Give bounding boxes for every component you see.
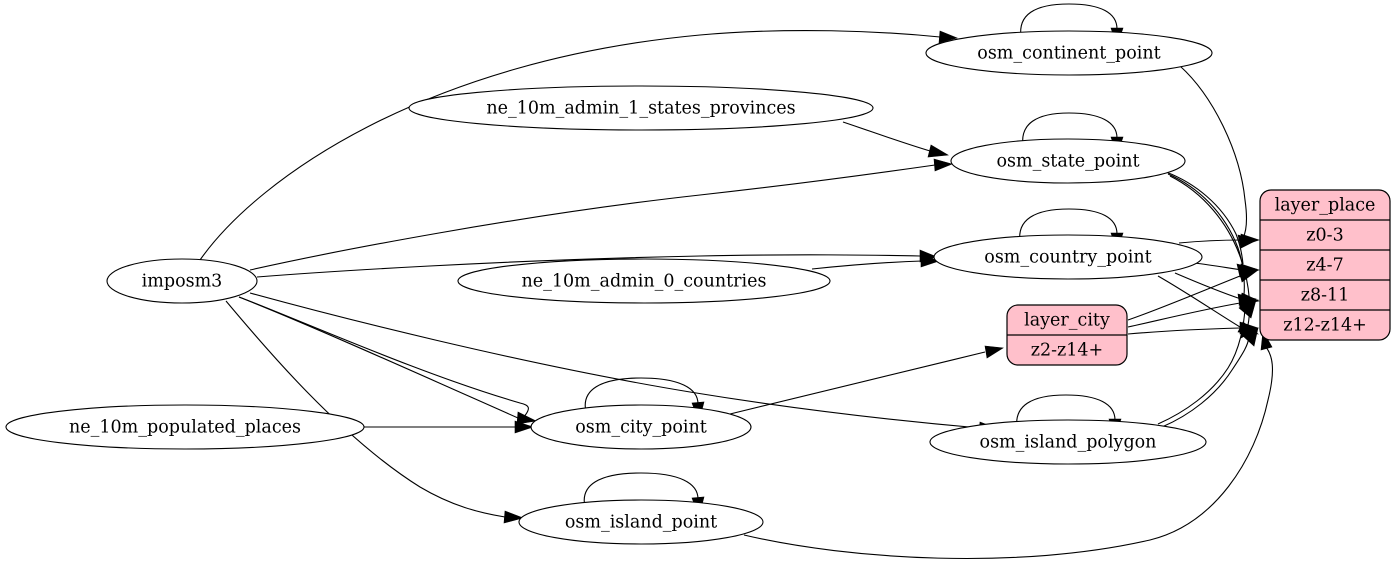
layer-city-row-z2-z14plus[interactable]: z2-z14+ xyxy=(1031,341,1103,361)
node-label-osm-state-point: osm_state_point xyxy=(996,152,1139,172)
edge-ne-states-to-osm-state-point xyxy=(842,121,949,158)
edge-osm-island-polygon-to-layer-place-z12 xyxy=(1161,327,1259,428)
node-label-imposm3: imposm3 xyxy=(142,272,223,292)
layer-place-title: layer_place xyxy=(1275,196,1376,216)
edge-ne-places-to-osm-city-point xyxy=(364,420,534,434)
node-label-osm-island-point: osm_island_point xyxy=(565,513,717,533)
edge-imposm3-to-osm-city-point xyxy=(238,296,537,425)
node-osm-country-point[interactable]: osm_country_point xyxy=(933,234,1203,280)
node-layer-place[interactable]: layer_place z0-3 z4-7 z8-11 z12-z14+ xyxy=(1259,189,1391,341)
node-layer-city[interactable]: layer_city z2-z14+ xyxy=(1006,304,1128,366)
edge-layer-city-to-layer-place-z12 xyxy=(1127,321,1259,335)
node-label-osm-city-point: osm_city_point xyxy=(575,418,707,438)
node-osm-island-polygon[interactable]: osm_island_polygon xyxy=(929,419,1207,465)
node-osm-city-point[interactable]: osm_city_point xyxy=(530,404,752,450)
edge-osm-continent-point-to-layer-place-z0-3 xyxy=(1179,65,1258,249)
node-label-osm-island-polygon: osm_island_polygon xyxy=(980,433,1157,453)
node-osm-continent-point[interactable]: osm_continent_point xyxy=(925,30,1213,76)
node-ne-10m-admin-1-states-provinces[interactable]: ne_10m_admin_1_states_provinces xyxy=(408,85,874,131)
edge-imposm3-to-osm-continent-point xyxy=(199,29,958,261)
node-label-ne-countries: ne_10m_admin_0_countries xyxy=(522,272,767,292)
node-ne-10m-admin-0-countries[interactable]: ne_10m_admin_0_countries xyxy=(457,258,831,304)
edge-layer-city-to-layer-place-z4-7 xyxy=(1127,269,1259,321)
node-label-osm-continent-point: osm_continent_point xyxy=(977,44,1160,64)
layer-place-row-z0-3[interactable]: z0-3 xyxy=(1306,226,1343,246)
edge-imposm3-to-osm-island-point xyxy=(225,300,524,524)
edge-osm-city-point-to-layer-city xyxy=(729,345,1004,415)
layer-place-row-z4-7[interactable]: z4-7 xyxy=(1306,256,1343,276)
node-osm-state-point[interactable]: osm_state_point xyxy=(950,138,1186,184)
node-label-ne-states: ne_10m_admin_1_states_provinces xyxy=(486,99,795,119)
layer-place-row-z12-z14plus[interactable]: z12-z14+ xyxy=(1283,316,1367,336)
layer-place-row-z8-11[interactable]: z8-11 xyxy=(1301,286,1350,306)
node-label-osm-country-point: osm_country_point xyxy=(984,248,1151,268)
edge-ne-countries-to-osm-country-point xyxy=(811,254,940,270)
node-layer: imposm3 ne_10m_admin_1_states_provinces … xyxy=(5,30,1391,545)
node-label-ne-places: ne_10m_populated_places xyxy=(69,418,301,438)
node-ne-10m-populated-places[interactable]: ne_10m_populated_places xyxy=(5,404,365,450)
edge-imposm3-to-osm-state-point xyxy=(249,158,953,271)
edge-osm-country-point-to-layer-place-z0-3 xyxy=(1178,233,1260,247)
node-imposm3[interactable]: imposm3 xyxy=(106,258,258,304)
edge-osm-island-polygon-to-layer-place-z8-11 xyxy=(1157,299,1257,425)
layer-city-title: layer_city xyxy=(1024,311,1110,331)
node-osm-island-point[interactable]: osm_island_point xyxy=(518,499,764,545)
edge-layer-city-to-layer-place-z8-11 xyxy=(1127,296,1259,328)
